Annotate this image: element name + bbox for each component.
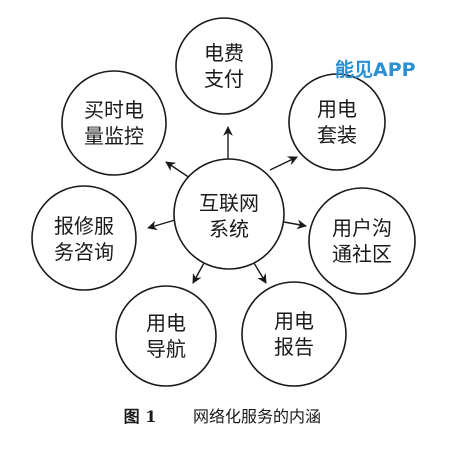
arrow-to-power-navigation xyxy=(192,262,205,284)
node-user-community-line2: 通社区 xyxy=(332,242,392,266)
node-power-report: 用电 报告 xyxy=(241,281,347,387)
watermark-logo: 能见APP xyxy=(335,58,416,81)
node-power-navigation-line1: 用电 xyxy=(146,311,186,335)
figure-title: 网络化服务的内涵 xyxy=(193,407,321,426)
figure-label: 图 1 xyxy=(124,407,157,426)
center-node-line2: 系统 xyxy=(209,217,249,241)
arrow-to-realtime-metering xyxy=(165,161,191,179)
node-electricity-payment-line2: 支付 xyxy=(204,67,244,91)
arrow-to-power-report xyxy=(253,262,267,284)
node-power-report-line2: 报告 xyxy=(274,335,314,359)
node-power-package-line2: 套装 xyxy=(317,123,357,147)
node-electricity-payment: 电费 支付 xyxy=(175,17,273,115)
arrow-to-user-community xyxy=(283,219,307,230)
node-power-package: 用电 套装 xyxy=(288,73,386,171)
node-repair-consult: 报修服 务咨询 xyxy=(31,185,137,291)
node-electricity-payment-line1: 电费 xyxy=(204,41,244,65)
node-realtime-metering-line1: 买时电 xyxy=(84,98,144,122)
node-repair-consult-line2: 务咨询 xyxy=(54,240,114,264)
node-realtime-metering-line2: 量监控 xyxy=(84,124,144,148)
node-power-package-line1: 用电 xyxy=(317,97,357,121)
edges xyxy=(147,126,307,284)
node-user-community-line1: 用户沟 xyxy=(332,216,392,240)
node-repair-consult-line1: 报修服 xyxy=(54,214,114,238)
node-realtime-metering: 买时电 量监控 xyxy=(61,70,167,176)
center-node: 互联网 系统 xyxy=(173,158,285,270)
node-power-navigation: 用电 导航 xyxy=(115,285,217,387)
arrow-to-power-package xyxy=(269,156,298,171)
figure-caption: 图 1 网络化服务的内涵 xyxy=(124,407,321,426)
node-power-navigation-line2: 导航 xyxy=(146,337,186,361)
center-node-line1: 互联网 xyxy=(199,191,259,215)
arrow-to-repair-consult xyxy=(147,219,176,231)
node-user-community: 用户沟 通社区 xyxy=(308,187,416,295)
node-power-report-line1: 用电 xyxy=(274,309,314,333)
